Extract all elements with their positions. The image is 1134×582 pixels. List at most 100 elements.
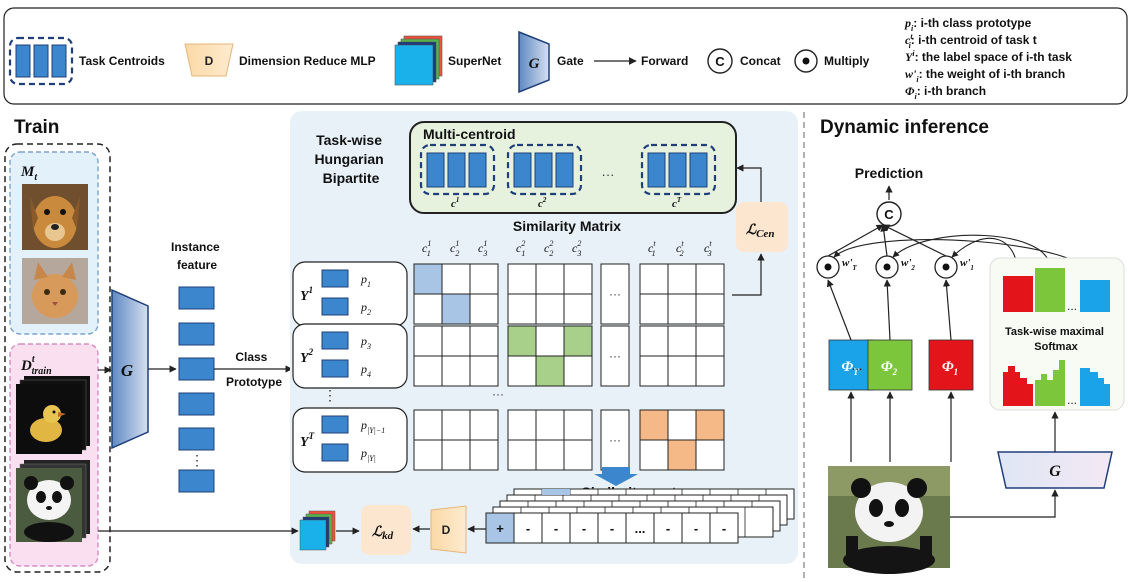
softmax-bar-green — [1035, 268, 1065, 312]
svg-text:C: C — [884, 207, 894, 222]
duck-image — [16, 376, 90, 454]
matrix-ellipsis-cell: ··· — [600, 325, 630, 387]
vector-cell: - — [653, 512, 683, 544]
matrix-block — [507, 263, 593, 325]
matrix-to-lcen-arrow — [732, 253, 765, 296]
svg-text:G: G — [121, 361, 134, 380]
task-label: YT — [300, 431, 315, 450]
memory-label: M — [20, 164, 35, 180]
weight-curve — [892, 234, 1051, 269]
legend-forward-label: Forward — [641, 54, 688, 68]
matrix-ellipsis-cell: ··· — [600, 263, 630, 325]
similarity-matrix-title: Similarity Matrix — [513, 218, 621, 234]
vector-cell: - — [597, 512, 627, 544]
vector-cell: - — [541, 512, 571, 544]
train-gate: G — [111, 288, 149, 450]
matrix-block — [507, 325, 593, 387]
legend-definition: pi: i-th class prototype — [904, 16, 1032, 33]
l-cen-box: ℒCen — [736, 202, 788, 252]
legend-supernet-icon — [394, 35, 443, 86]
prototype-label: p1 — [360, 272, 371, 289]
branch-label: ΦT — [841, 359, 859, 377]
panel-supernet-icon — [299, 510, 336, 551]
l-cen-subscript: Cen — [756, 228, 774, 240]
class-prototype-label: Class Prototype — [226, 350, 282, 389]
legend-supernet-label: SuperNet — [448, 54, 501, 68]
matrix-block — [639, 409, 725, 471]
softmax-bar-blue — [1080, 280, 1110, 312]
svg-text:···: ··· — [609, 287, 621, 301]
svg-text:...: ... — [1067, 393, 1077, 407]
legend-dim-reduce-icon: D — [184, 43, 234, 77]
legend-box — [3, 7, 1128, 105]
similarity-matrix: ··· ··· ··· ··· — [413, 263, 725, 471]
softmax-bar-red — [1003, 276, 1033, 312]
legend-gate-icon: G — [518, 30, 550, 94]
matrix-to-vector-arrow — [594, 467, 638, 486]
legend-multiply-icon — [794, 49, 818, 73]
centroid-label: c2 — [538, 196, 547, 210]
legend-task-centroids-icon — [8, 36, 74, 86]
svg-text:···: ··· — [609, 433, 621, 447]
svg-text:+: + — [496, 521, 504, 536]
svg-text:...: ... — [1067, 299, 1077, 313]
prediction-label: Prediction — [855, 165, 923, 181]
branch: ΦTw'T — [816, 224, 884, 462]
svg-text:-: - — [610, 521, 614, 536]
panda-image-small — [16, 460, 90, 542]
legend-definition: w'i: the weight of i-th branch — [905, 67, 1065, 84]
image-to-gate-arrow — [950, 489, 1059, 518]
centroid-label: cT — [672, 196, 682, 210]
l-kd-subscript: kd — [382, 530, 394, 542]
task-label: Y2 — [300, 347, 314, 366]
legend-dim-reduce-label: Dimension Reduce MLP — [239, 54, 376, 68]
svg-text:D: D — [205, 54, 214, 68]
svg-text:ℒkd: ℒkd — [372, 525, 394, 542]
branch: Φ2w'2 — [867, 224, 915, 462]
panda-image-large — [828, 466, 950, 574]
legend-definition: Φi: i-th branch — [905, 84, 986, 101]
svg-text:C: C — [715, 54, 725, 69]
svg-text:Mt: Mt — [20, 164, 38, 183]
group-ellipsis: ⋮ — [323, 387, 337, 403]
dog-image — [22, 184, 88, 250]
task-label: Y1 — [300, 285, 313, 304]
centroid-group: c2 — [506, 143, 583, 210]
lcen-to-centroid-arrow — [736, 164, 762, 202]
vector-cell: - — [681, 512, 711, 544]
softmax-dist-red — [1003, 366, 1033, 406]
softmax-dist-blue — [1080, 368, 1110, 406]
matrix-row-ellipsis: ··· — [492, 387, 504, 401]
centroid-group: c1 — [419, 143, 496, 210]
branch-label: Φ1 — [942, 359, 958, 377]
centroid-label: c1 — [451, 196, 459, 210]
svg-text:G: G — [529, 56, 540, 72]
svg-text:ℒCen: ℒCen — [746, 223, 774, 240]
prototype-label: p|Y| — [360, 446, 376, 463]
svg-text:G: G — [1049, 463, 1061, 480]
svg-text:...: ... — [635, 521, 646, 536]
train-data-outer-box — [4, 143, 111, 573]
prototype-label: p4 — [360, 362, 371, 379]
legend-gate-label: Gate — [557, 54, 584, 68]
instance-features: ⋮ — [178, 286, 215, 493]
legend: Task Centroids D Dimension Reduce MLP Su… — [3, 7, 1128, 105]
prototype-label: p|Y|−1 — [360, 418, 385, 435]
branch-weight-label: w'2 — [901, 257, 915, 272]
svg-text:⋮: ⋮ — [190, 452, 204, 468]
matrix-block — [639, 263, 725, 325]
centroid-groups: c1 c2 cT — [419, 143, 717, 210]
inference-gate: G — [997, 451, 1113, 489]
